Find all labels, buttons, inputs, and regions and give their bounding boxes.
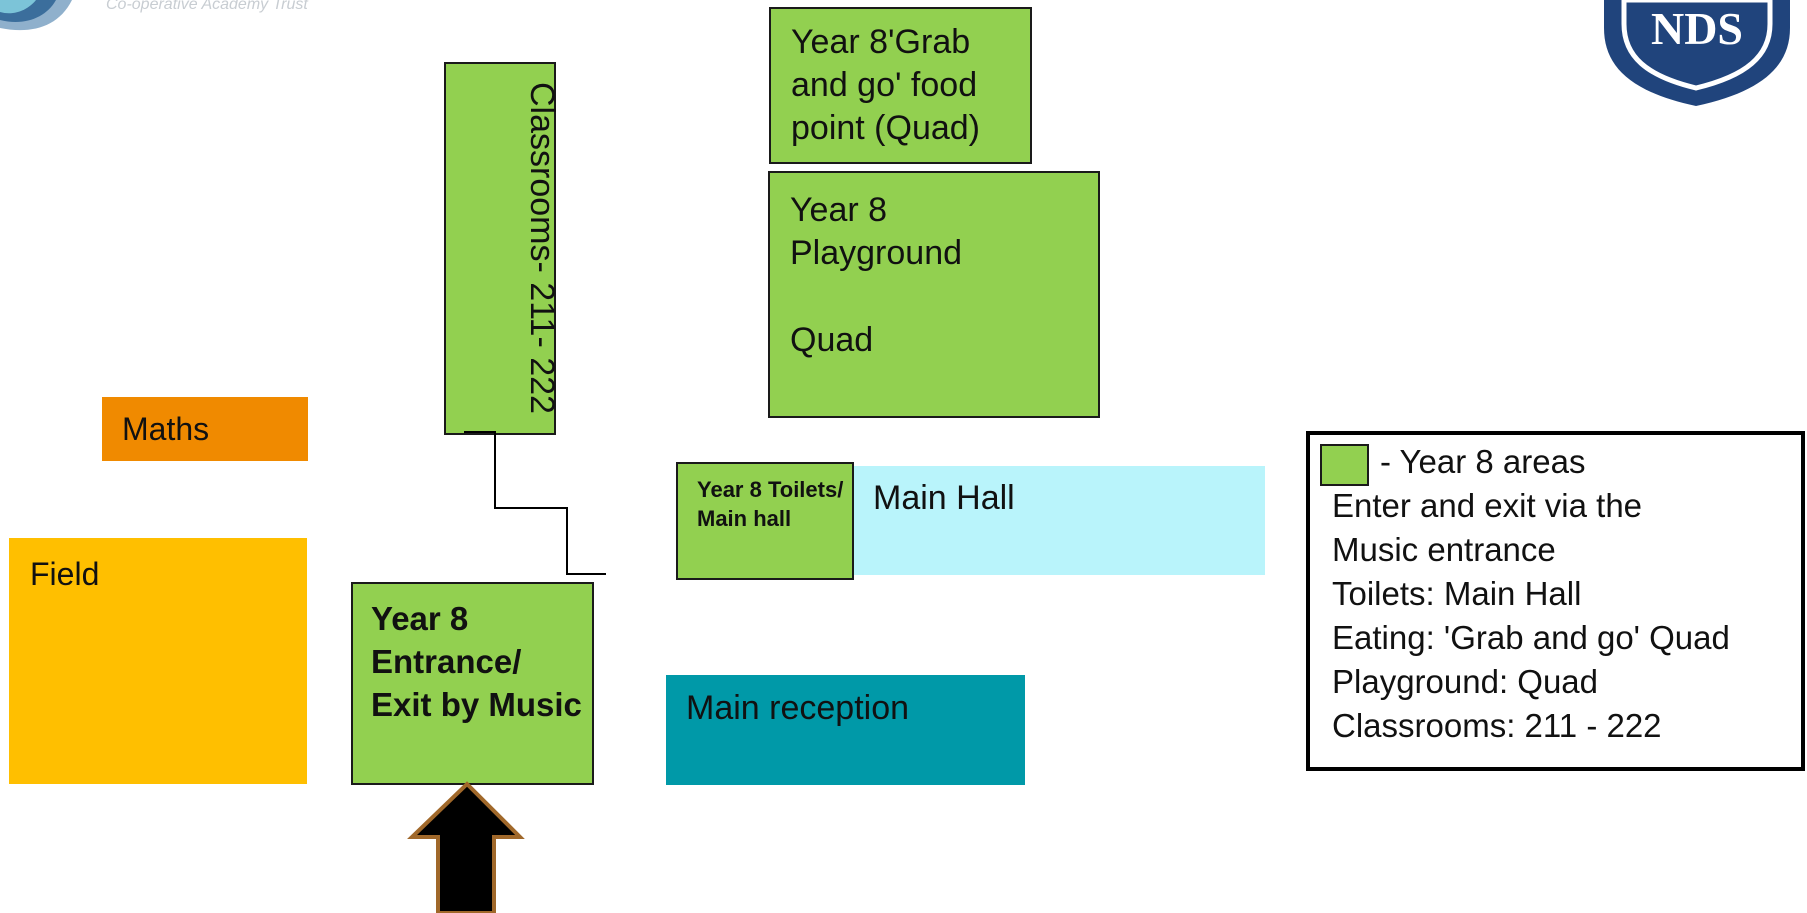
main-hall-label: Main Hall [873,479,1015,517]
field-area: Field [9,538,307,784]
entrance-label: Year 8 Entrance/ Exit by Music [371,600,582,723]
legend-box: - Year 8 areas Enter and exit via the Mu… [1306,431,1805,771]
playground-label: Year 8 Playground [790,191,963,272]
main-hall-area: Main Hall [852,466,1265,575]
playground-area: Year 8 Playground Quad [768,171,1100,418]
legend-swatch-label: - Year 8 areas [1380,443,1586,480]
entrance-area: Year 8 Entrance/ Exit by Music [351,582,594,785]
quad-label: Quad [790,321,874,359]
legend-line: Playground: Quad [1332,663,1599,700]
classrooms-area: Classrooms- 211- 222 [444,62,561,435]
field-label: Field [30,556,100,592]
year8-color-swatch [1320,444,1369,486]
toilets-area: Year 8 Toilets/ Main hall [676,462,854,580]
maths-label: Maths [122,411,210,447]
legend-line: Classrooms: 211 - 222 [1332,707,1662,744]
maths-area: Maths [102,397,308,461]
legend-line: Toilets: Main Hall [1332,575,1582,612]
academy-trust-logo: Co-operative Academy Trust [0,0,308,45]
grab-and-go-label: Year 8'Grab and go' food point (Quad) [791,23,980,147]
classrooms-label: Classrooms- 211- 222 [523,82,561,414]
main-reception-area: Main reception [666,675,1025,785]
grab-and-go-food-point: Year 8'Grab and go' food point (Quad) [769,7,1032,164]
toilets-label: Year 8 Toilets/ Main hall [697,477,844,531]
legend-line: Enter and exit via the [1332,487,1643,524]
trust-name-text: Co-operative Academy Trust [106,0,308,13]
crest-initials: NDS [1651,3,1743,54]
reception-label: Main reception [686,689,910,727]
legend-line: Music entrance [1332,531,1556,568]
legend-line: Eating: 'Grab and go' Quad [1332,619,1730,656]
school-crest-logo: NDS [1594,0,1807,115]
